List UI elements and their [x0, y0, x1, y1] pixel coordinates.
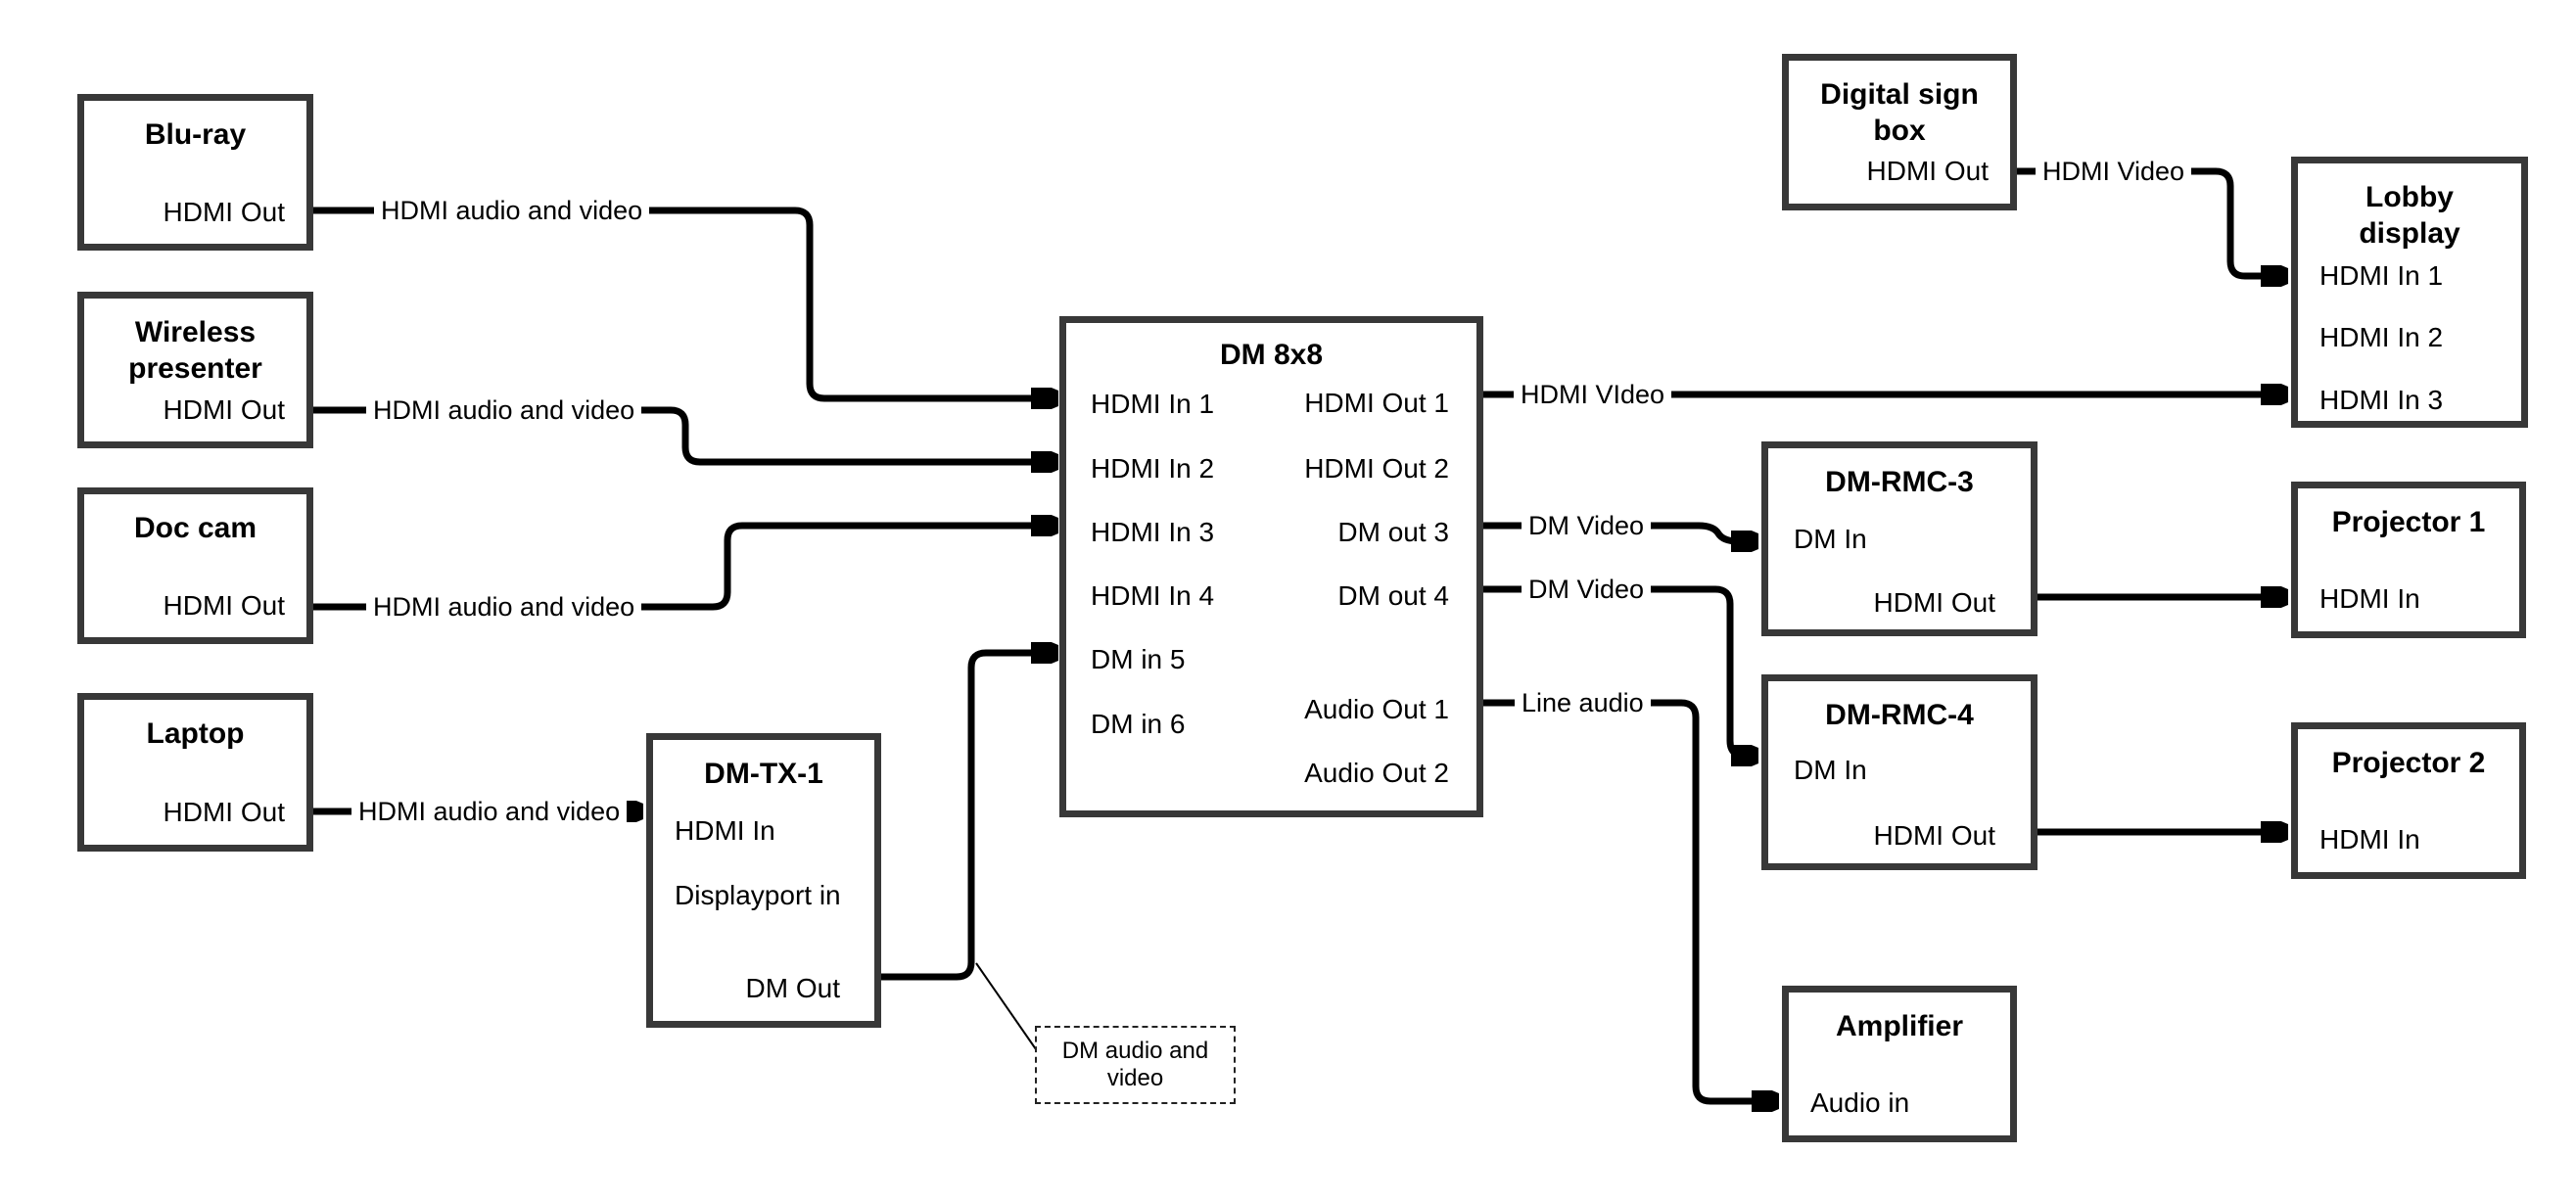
- node-projector-2: Projector 2 HDMI In: [2291, 722, 2526, 879]
- node-title: DM-RMC-4: [1825, 699, 1974, 731]
- port-hdmi-out-2: HDMI Out 2: [1304, 453, 1449, 484]
- callout-dm-audio-and-video: DM audio and video: [1035, 1026, 1236, 1104]
- port-hdmi-out: HDMI Out: [163, 394, 285, 425]
- wire-label-hdmi-audio-video: HDMI audio and video: [366, 393, 642, 427]
- port-dm-out: DM Out: [745, 973, 840, 1003]
- port-hdmi-out-1: HDMI Out 1: [1304, 388, 1449, 418]
- wire-label-hdmi-audio-video: HDMI audio and video: [366, 590, 642, 624]
- node-laptop: Laptop HDMI Out: [77, 693, 313, 852]
- port-hdmi-out: HDMI Out: [163, 797, 285, 827]
- wire-label-hdmi-audio-video: HDMI audio and video: [374, 194, 650, 227]
- port-hdmi-in-4: HDMI In 4: [1091, 580, 1215, 611]
- node-title: Projector 1: [2331, 506, 2486, 538]
- port-hdmi-in-1: HDMI In 1: [1091, 389, 1215, 419]
- port-dm-out-3: DM out 3: [1337, 517, 1449, 547]
- callout-pointer-line: [975, 962, 1037, 1050]
- port-dm-in-5: DM in 5: [1091, 644, 1186, 674]
- port-hdmi-in-3: HDMI In 3: [1091, 517, 1215, 547]
- node-doc-cam: Doc cam HDMI Out: [77, 487, 313, 644]
- connector-audio-out-1-to-amplifier: [1483, 699, 1776, 1101]
- port-hdmi-in: HDMI In: [2319, 583, 2420, 614]
- node-dm-tx-1: DM-TX-1 HDMI In Displayport in DM Out: [646, 733, 881, 1028]
- node-title: Blu-ray: [144, 118, 247, 151]
- wire-label-dm-video: DM Video: [1522, 573, 1652, 606]
- port-audio-out-1: Audio Out 1: [1304, 694, 1449, 724]
- port-hdmi-out: HDMI Out: [1873, 820, 1995, 851]
- port-dm-in: DM In: [1794, 755, 1867, 785]
- port-hdmi-in: HDMI In: [675, 815, 775, 846]
- node-title: DM-TX-1: [704, 758, 823, 790]
- port-hdmi-in-2: HDMI In 2: [1091, 453, 1215, 484]
- port-audio-out-2: Audio Out 2: [1304, 758, 1449, 788]
- port-dm-out-4: DM out 4: [1337, 580, 1449, 611]
- port-hdmi-out: HDMI Out: [163, 197, 285, 227]
- wire-label-hdmi-audio-video: HDMI audio and video: [351, 795, 628, 828]
- port-hdmi-out: HDMI Out: [163, 590, 285, 621]
- wire-label-dm-video: DM Video: [1522, 509, 1652, 542]
- wire-label-line-audio: Line audio: [1515, 686, 1651, 719]
- port-hdmi-in-1: HDMI In 1: [2319, 260, 2444, 291]
- connector-dm-out-3-to-rmc3: [1483, 522, 1756, 541]
- port-displayport-in: Displayport in: [675, 880, 841, 910]
- wire-label-hdmi-video: HDMI VIdeo: [1514, 378, 1672, 411]
- node-dm-8x8-switcher: DM 8x8 HDMI In 1 HDMI In 2 HDMI In 3 HDM…: [1059, 316, 1483, 817]
- node-title: DM 8x8: [1219, 339, 1324, 371]
- port-hdmi-out: HDMI Out: [1866, 156, 1989, 186]
- node-title: Projector 2: [2331, 747, 2486, 779]
- connector-wireless-to-hdmi-in-2: [313, 406, 1055, 462]
- connector-bluray-to-hdmi-in-1: [313, 207, 1055, 398]
- node-projector-1: Projector 1 HDMI In: [2291, 482, 2526, 638]
- port-audio-in: Audio in: [1810, 1087, 1910, 1118]
- node-title: Laptop: [146, 717, 245, 750]
- connector-doccam-to-hdmi-in-3: [313, 526, 1055, 611]
- node-blu-ray: Blu-ray HDMI Out: [77, 94, 313, 251]
- port-dm-in: DM In: [1794, 524, 1867, 554]
- port-hdmi-in: HDMI In: [2319, 824, 2420, 855]
- port-hdmi-in-3: HDMI In 3: [2319, 385, 2444, 415]
- wire-label-hdmi-video: HDMI Video: [2036, 155, 2192, 188]
- node-title: Doc cam: [133, 512, 258, 544]
- connector-dm-out-4-to-rmc4: [1483, 585, 1756, 756]
- node-title: DM-RMC-3: [1825, 466, 1974, 498]
- node-dm-rmc-3: DM-RMC-3 DM In HDMI Out: [1761, 441, 2037, 636]
- connector-dmtx-dmout-to-dm-in-5: [881, 653, 1055, 981]
- port-dm-in-6: DM in 6: [1091, 709, 1186, 739]
- node-dm-rmc-4: DM-RMC-4 DM In HDMI Out: [1761, 674, 2037, 870]
- node-amplifier: Amplifier Audio in: [1782, 986, 2017, 1142]
- node-title: Amplifier: [1835, 1010, 1964, 1042]
- port-hdmi-out: HDMI Out: [1873, 587, 1995, 618]
- connector-digital-sign-to-lobby-in-1: [2017, 167, 2285, 276]
- port-hdmi-in-2: HDMI In 2: [2319, 322, 2444, 352]
